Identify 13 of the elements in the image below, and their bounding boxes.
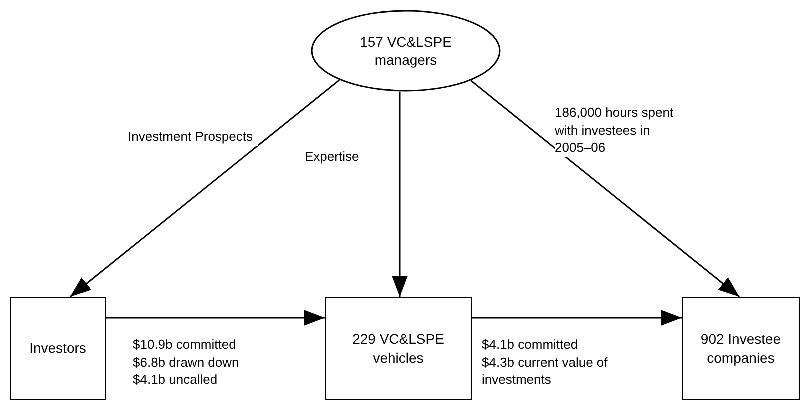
node-label: Investors [30,339,86,358]
process-box [682,297,800,400]
arrow [106,310,325,326]
ellipse-node [311,10,501,92]
arrow [70,80,340,298]
node-label: 229 VC&LSPE vehicles [352,330,446,367]
node-label: 902 Investee companies [700,330,782,367]
process-box [10,297,106,400]
node-label: 157 VC&LSPE managers [359,32,453,70]
arrow [470,80,740,298]
arrow [472,310,682,326]
process-box [325,297,472,400]
arrow [392,92,408,297]
